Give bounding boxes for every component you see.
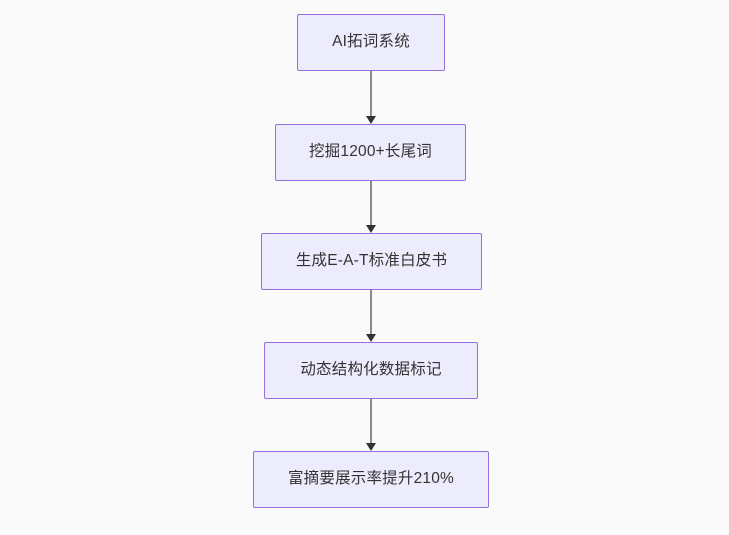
- flow-node-structured-data-markup[interactable]: 动态结构化数据标记: [264, 342, 478, 399]
- edge-line: [370, 290, 372, 335]
- flow-node-label: 富摘要展示率提升210%: [287, 470, 455, 488]
- edge-line: [370, 399, 372, 444]
- arrow-head-down-icon: [366, 443, 376, 451]
- flow-node-eat-whitepaper[interactable]: 生成E-A-T标准白皮书: [261, 233, 482, 290]
- arrow-head-down-icon: [366, 225, 376, 233]
- arrow-head-down-icon: [366, 334, 376, 342]
- flow-node-label: 挖掘1200+长尾词: [308, 143, 433, 161]
- arrow-head-down-icon: [366, 116, 376, 124]
- flow-node-label: 生成E-A-T标准白皮书: [295, 252, 448, 270]
- edge-line: [370, 71, 372, 117]
- flow-node-longtail-mining[interactable]: 挖掘1200+长尾词: [275, 124, 466, 181]
- flow-node-ai-keyword-system[interactable]: AI拓词系统: [297, 14, 445, 71]
- flow-node-rich-snippet-result[interactable]: 富摘要展示率提升210%: [253, 451, 489, 508]
- flow-node-label: 动态结构化数据标记: [300, 361, 442, 379]
- edge-line: [370, 181, 372, 226]
- flow-node-label: AI拓词系统: [332, 33, 410, 51]
